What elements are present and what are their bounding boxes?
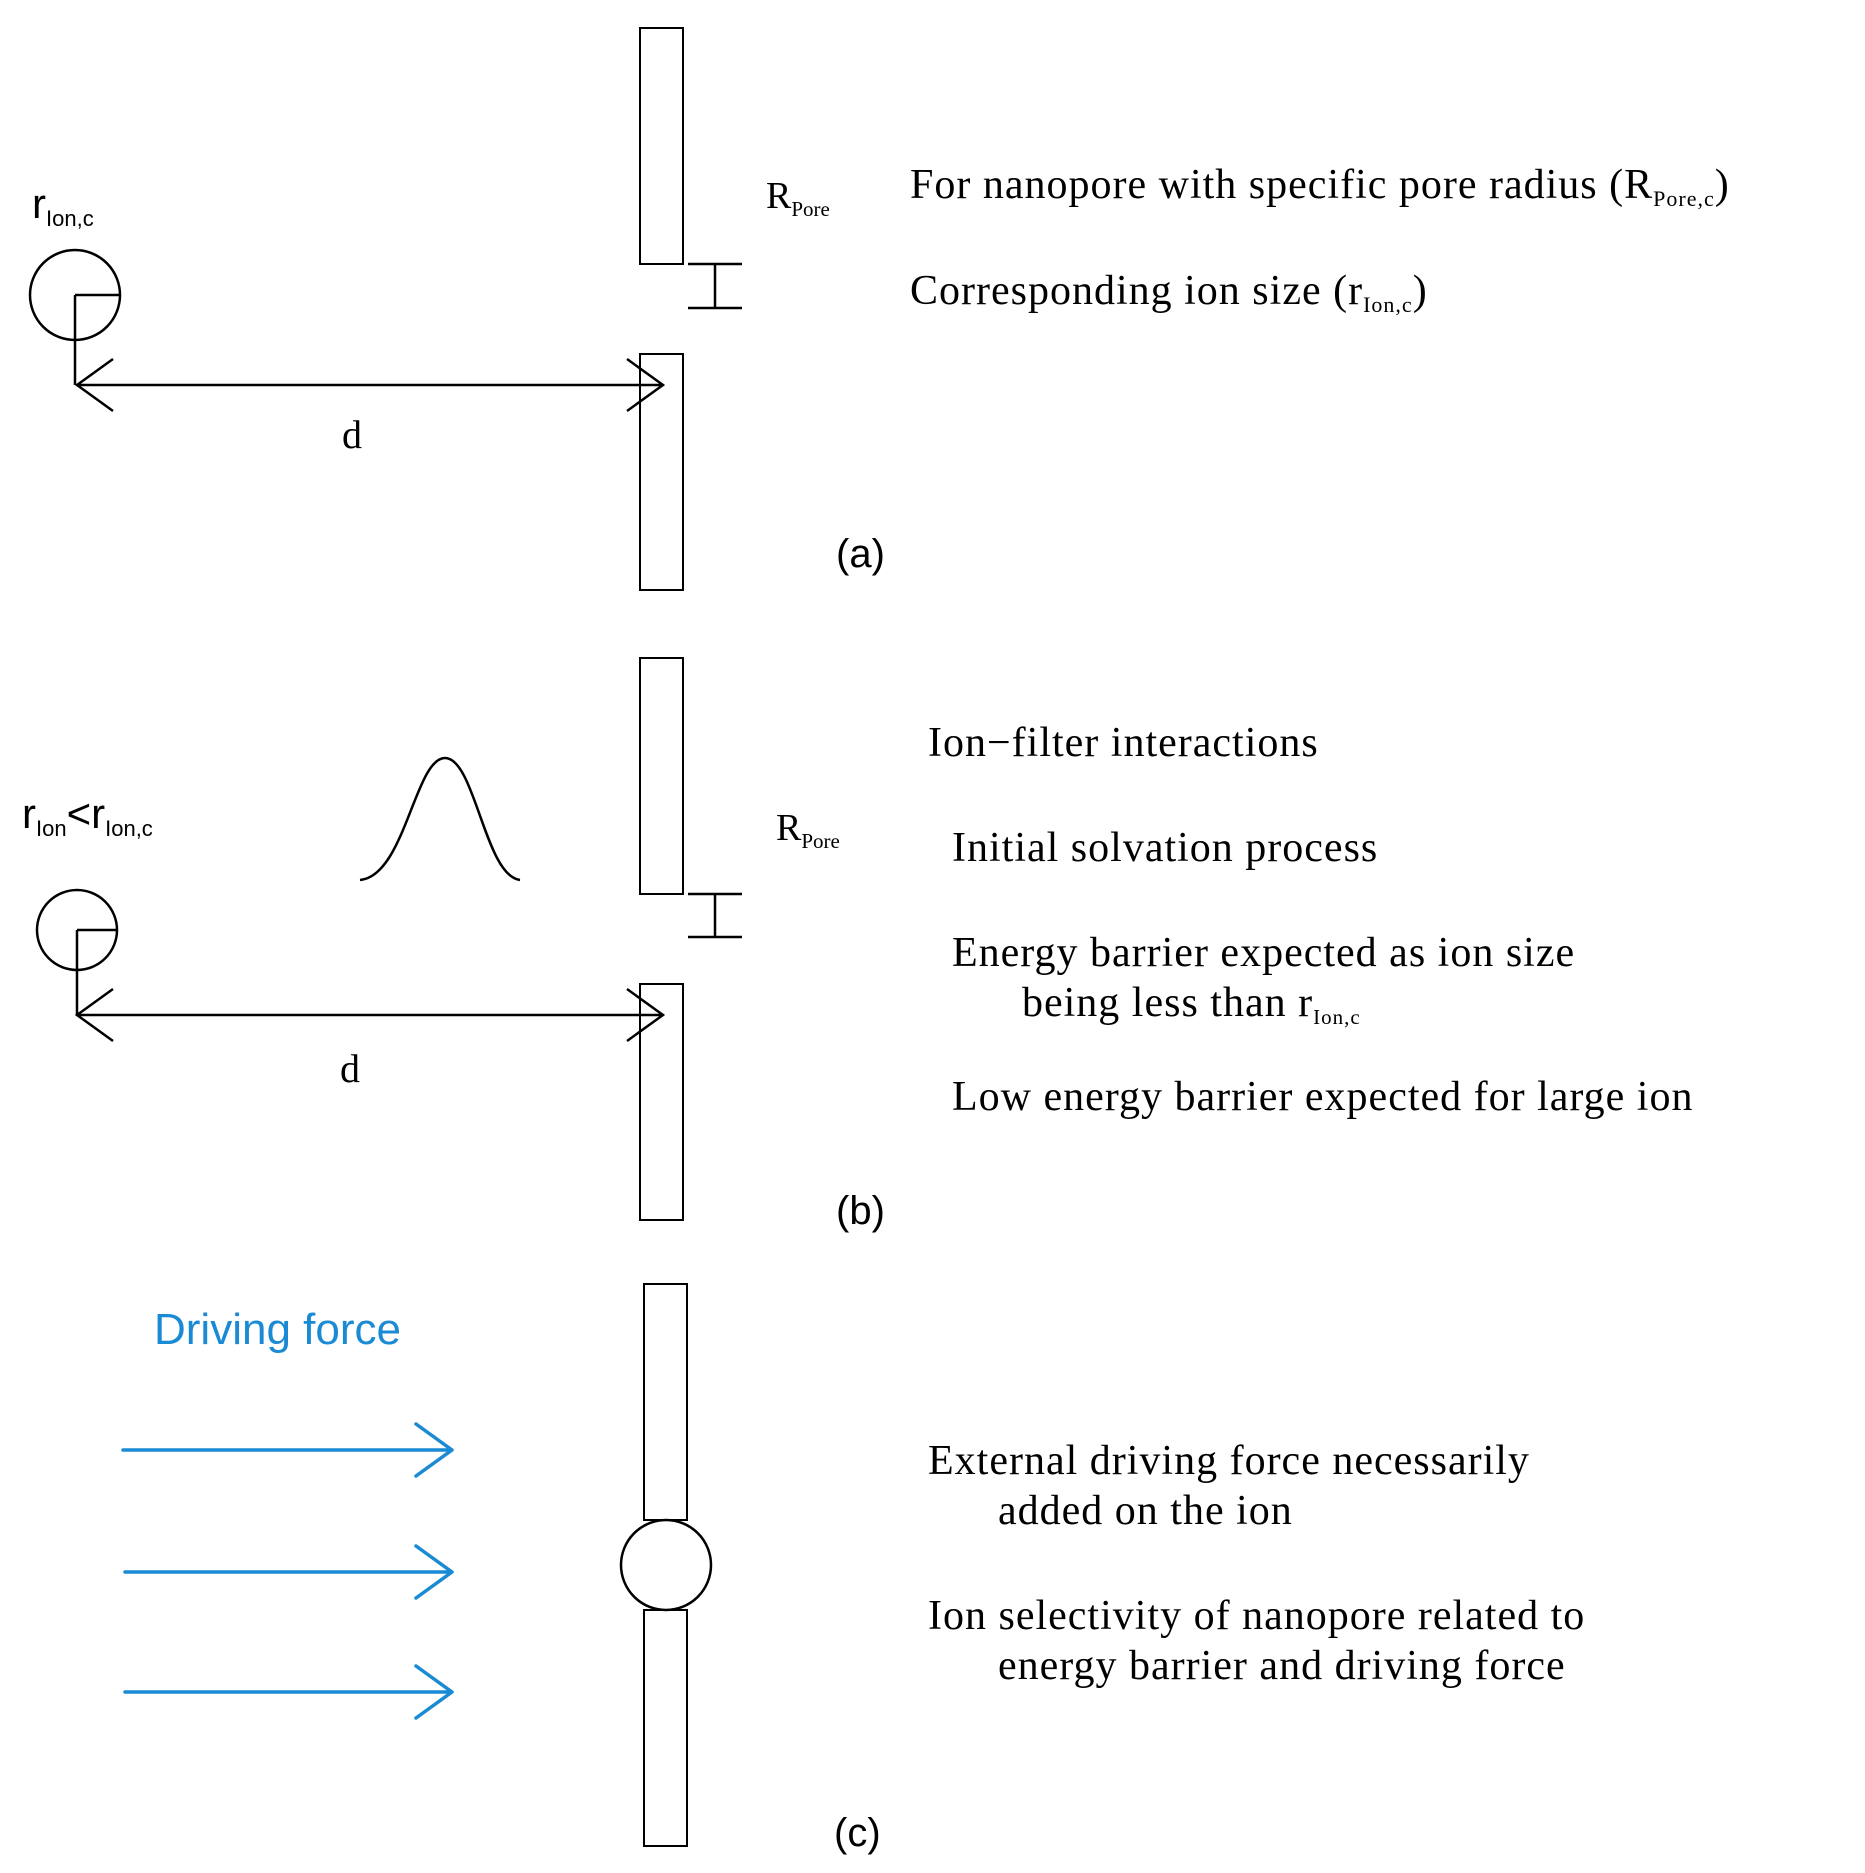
panel-a-label: (a) — [836, 532, 885, 576]
distance-arrow — [74, 357, 666, 413]
pore-wall-lower — [643, 1609, 688, 1847]
pore-wall-upper — [639, 27, 684, 265]
pore-wall-upper — [639, 657, 684, 895]
pore-wall-lower — [639, 983, 684, 1221]
ion-radius-lines — [75, 928, 117, 1015]
panel-c: Driving force External driving force nec… — [121, 1283, 1585, 1855]
ion-radius-lines — [73, 293, 120, 385]
pore-radius-marker — [688, 892, 742, 939]
ion-size-description: Corresponding ion size (rIon,c) — [910, 268, 1428, 317]
driving-force-arrow — [121, 1422, 454, 1478]
distance-arrow — [74, 987, 666, 1043]
ion-selectivity-text-continued: energy barrier and driving force — [998, 1643, 1566, 1689]
pore-radius-label: RPore — [776, 807, 840, 853]
pore-radius-description: For nanopore with specific pore radius (… — [910, 162, 1730, 211]
panel-a: rIon,c RPore d For nanopore with specifi… — [28, 27, 1730, 591]
pore-wall-lower — [639, 353, 684, 591]
initial-solvation-text: Initial solvation process — [952, 825, 1378, 871]
ion-critical-radius-label: rIon,c — [32, 180, 94, 231]
distance-label: d — [340, 1046, 360, 1091]
driving-force-arrows — [121, 1422, 454, 1720]
pore-radius-marker — [688, 262, 742, 310]
pore-radius-label: RPore — [766, 175, 830, 221]
external-driving-force-text: External driving force necessarily — [928, 1438, 1530, 1484]
low-energy-barrier-text: Low energy barrier expected for large io… — [952, 1074, 1693, 1120]
pore-wall-upper — [643, 1283, 688, 1521]
external-driving-force-text-continued: added on the ion — [998, 1488, 1293, 1534]
driving-force-arrow — [123, 1664, 454, 1720]
ion-selectivity-text: Ion selectivity of nanopore related to — [928, 1593, 1585, 1639]
energy-barrier-expected-text: Energy barrier expected as ion size — [952, 930, 1575, 976]
ion-in-pore-circle — [619, 1518, 713, 1612]
driving-force-arrow — [123, 1544, 454, 1600]
panel-c-label: (c) — [834, 1811, 881, 1855]
panel-b: rIon<rIon,c RPore d Ion−filter interacti… — [22, 657, 1693, 1233]
distance-label: d — [342, 412, 362, 457]
ion-filter-interactions-text: Ion−filter interactions — [928, 720, 1319, 766]
energy-barrier-curve — [359, 756, 521, 882]
driving-force-label: Driving force — [154, 1305, 401, 1354]
ion-smaller-than-critical-label: rIon<rIon,c — [22, 790, 153, 841]
energy-barrier-expected-text-continued: being less than rIon,c — [1022, 980, 1361, 1029]
panel-b-label: (b) — [836, 1189, 885, 1233]
